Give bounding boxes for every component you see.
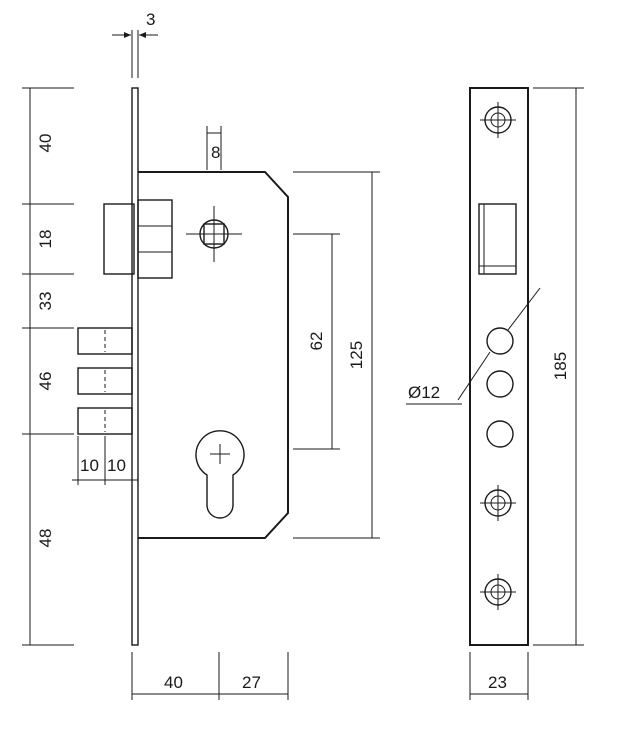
backset-label: 40 xyxy=(164,673,183,692)
screw-middle xyxy=(480,485,516,521)
latch-to-bolt-label: 33 xyxy=(36,292,55,311)
case-height-dimension: 125 xyxy=(293,171,380,539)
latch-slot xyxy=(478,203,517,275)
hole-diameter-label: Ø12 xyxy=(408,383,440,402)
bolt-height-label: 46 xyxy=(36,372,55,391)
faceplate-height-dimension: 185 xyxy=(533,87,584,646)
bolt-throw-label-2: 10 xyxy=(107,456,126,475)
faceplate-width-label: 23 xyxy=(488,673,507,692)
lock-case xyxy=(138,171,289,539)
plate-thickness-label: 3 xyxy=(146,10,155,29)
latch-height-label: 18 xyxy=(36,230,55,249)
screw-bottom xyxy=(480,574,516,610)
top-to-latch-label: 40 xyxy=(36,134,55,153)
case-rear-label: 27 xyxy=(242,673,261,692)
faceplate-width-dimension: 23 xyxy=(469,652,529,700)
follower-width-label: 8 xyxy=(211,143,220,162)
latch-bolt xyxy=(103,199,173,279)
bolt-holes xyxy=(486,327,514,448)
deadbolt-throws xyxy=(77,327,133,435)
left-dimension-chain: 40 18 33 46 48 xyxy=(22,87,74,646)
hole-diameter-leader: Ø12 xyxy=(406,287,541,405)
screw-top xyxy=(480,102,516,138)
forend-plate xyxy=(131,87,139,646)
faceplate xyxy=(469,87,529,646)
follower-width-dimension: 8 xyxy=(206,126,222,170)
faceplate-height-label: 185 xyxy=(551,352,570,380)
follower-square xyxy=(186,206,242,262)
bolt-to-bottom-label: 48 xyxy=(36,529,55,548)
backset-dimension: 40 27 xyxy=(131,652,289,700)
bolt-throw-dimension: 10 10 xyxy=(72,436,138,485)
bolt-throw-label-1: 10 xyxy=(80,456,99,475)
centre-distance-dimension: 62 xyxy=(293,233,340,450)
plate-thickness-dimension: 3 xyxy=(112,10,158,78)
centre-distance-label: 62 xyxy=(307,332,326,351)
cylinder-hole xyxy=(195,430,245,519)
case-height-label: 125 xyxy=(347,341,366,369)
